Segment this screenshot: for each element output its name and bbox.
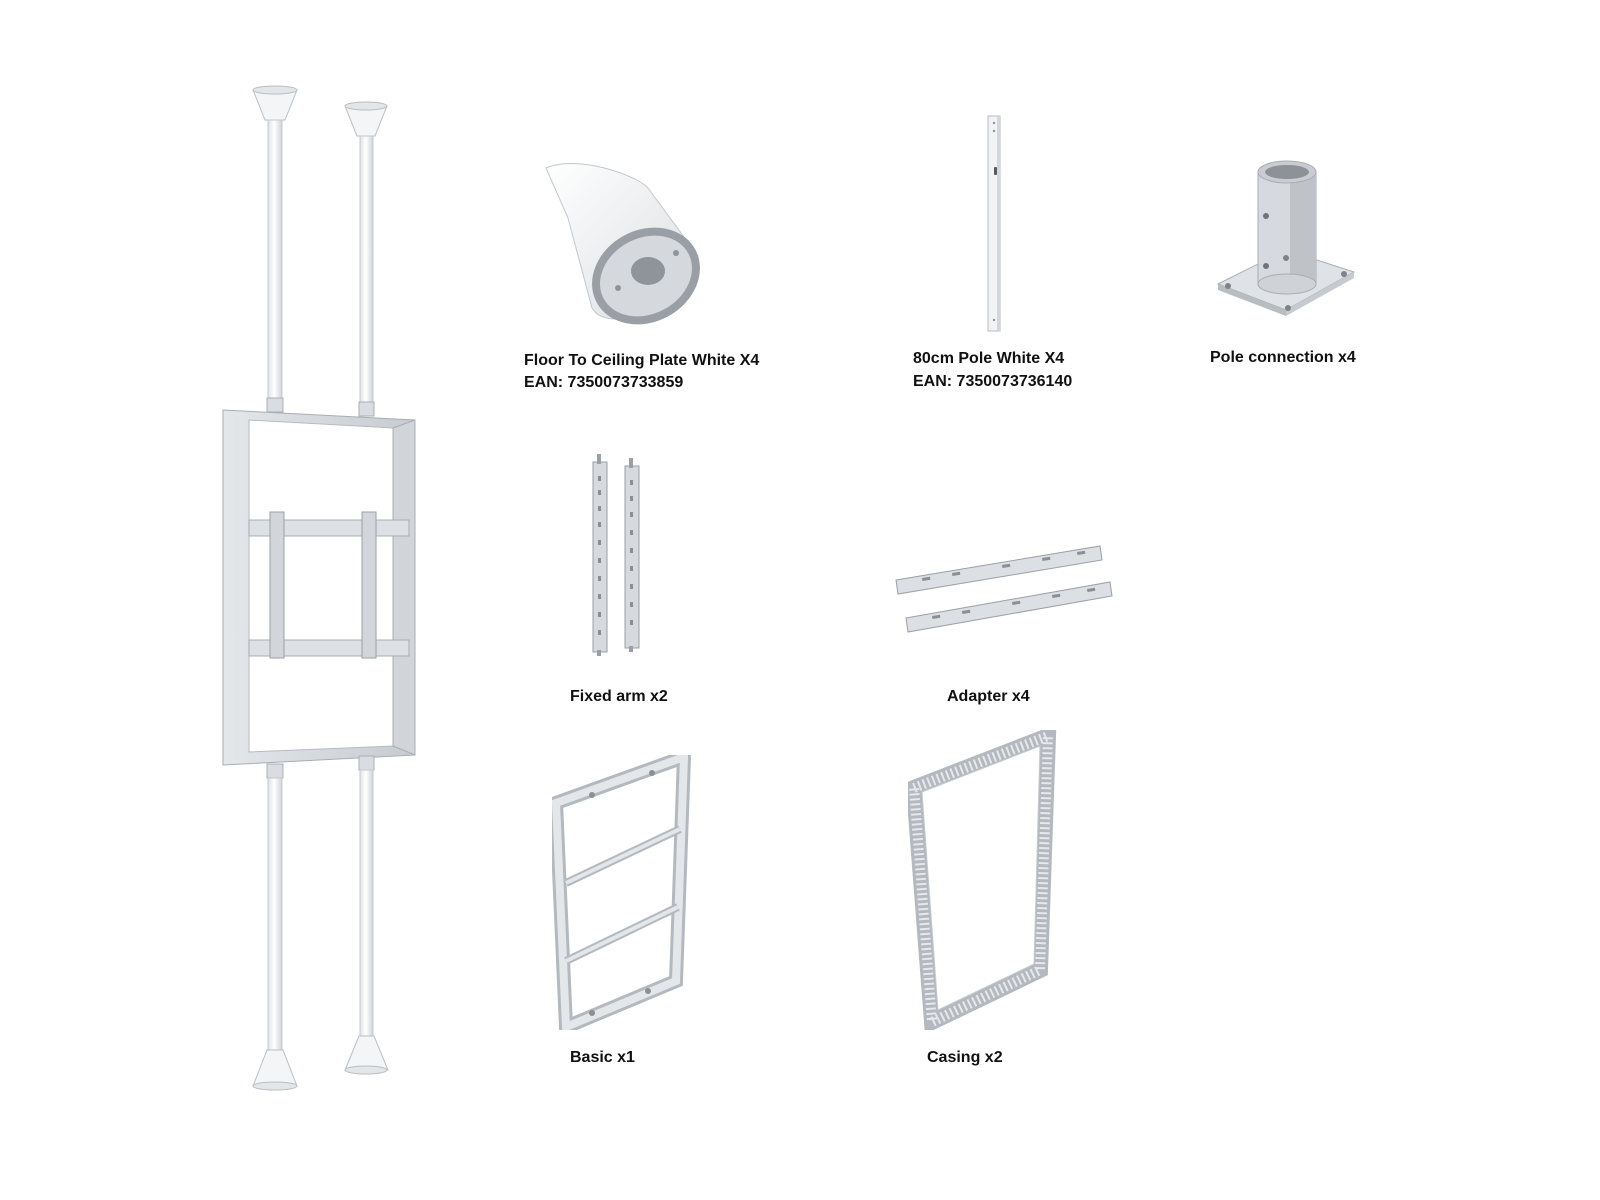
fixed-arm-icon — [585, 452, 647, 657]
part-name-ceiling-plate: Floor To Ceiling Plate White X4 — [524, 352, 760, 369]
part-name-pole: 80cm Pole White X4 — [913, 350, 1065, 367]
basic-frame-icon — [552, 755, 692, 1030]
casing-frame-icon — [908, 730, 1058, 1030]
part-name-pole-connection: Pole connection x4 — [1210, 349, 1356, 366]
adapter-icon — [892, 540, 1117, 635]
part-ean-ceiling-plate: EAN: 7350073733859 — [524, 374, 684, 391]
pole-connection-icon — [1214, 160, 1359, 332]
part-name-casing: Casing x2 — [927, 1049, 1003, 1066]
floor-to-ceiling-assembly-icon — [215, 80, 445, 1130]
part-name-adapter: Adapter x4 — [947, 688, 1030, 705]
part-name-basic: Basic x1 — [570, 1049, 635, 1066]
pole-icon — [983, 115, 1005, 333]
ceiling-plate-icon — [538, 158, 708, 333]
part-ean-pole: EAN: 7350073736140 — [913, 373, 1073, 390]
part-name-fixed-arm: Fixed arm x2 — [570, 688, 668, 705]
ceiling-plate-part — [538, 158, 708, 333]
